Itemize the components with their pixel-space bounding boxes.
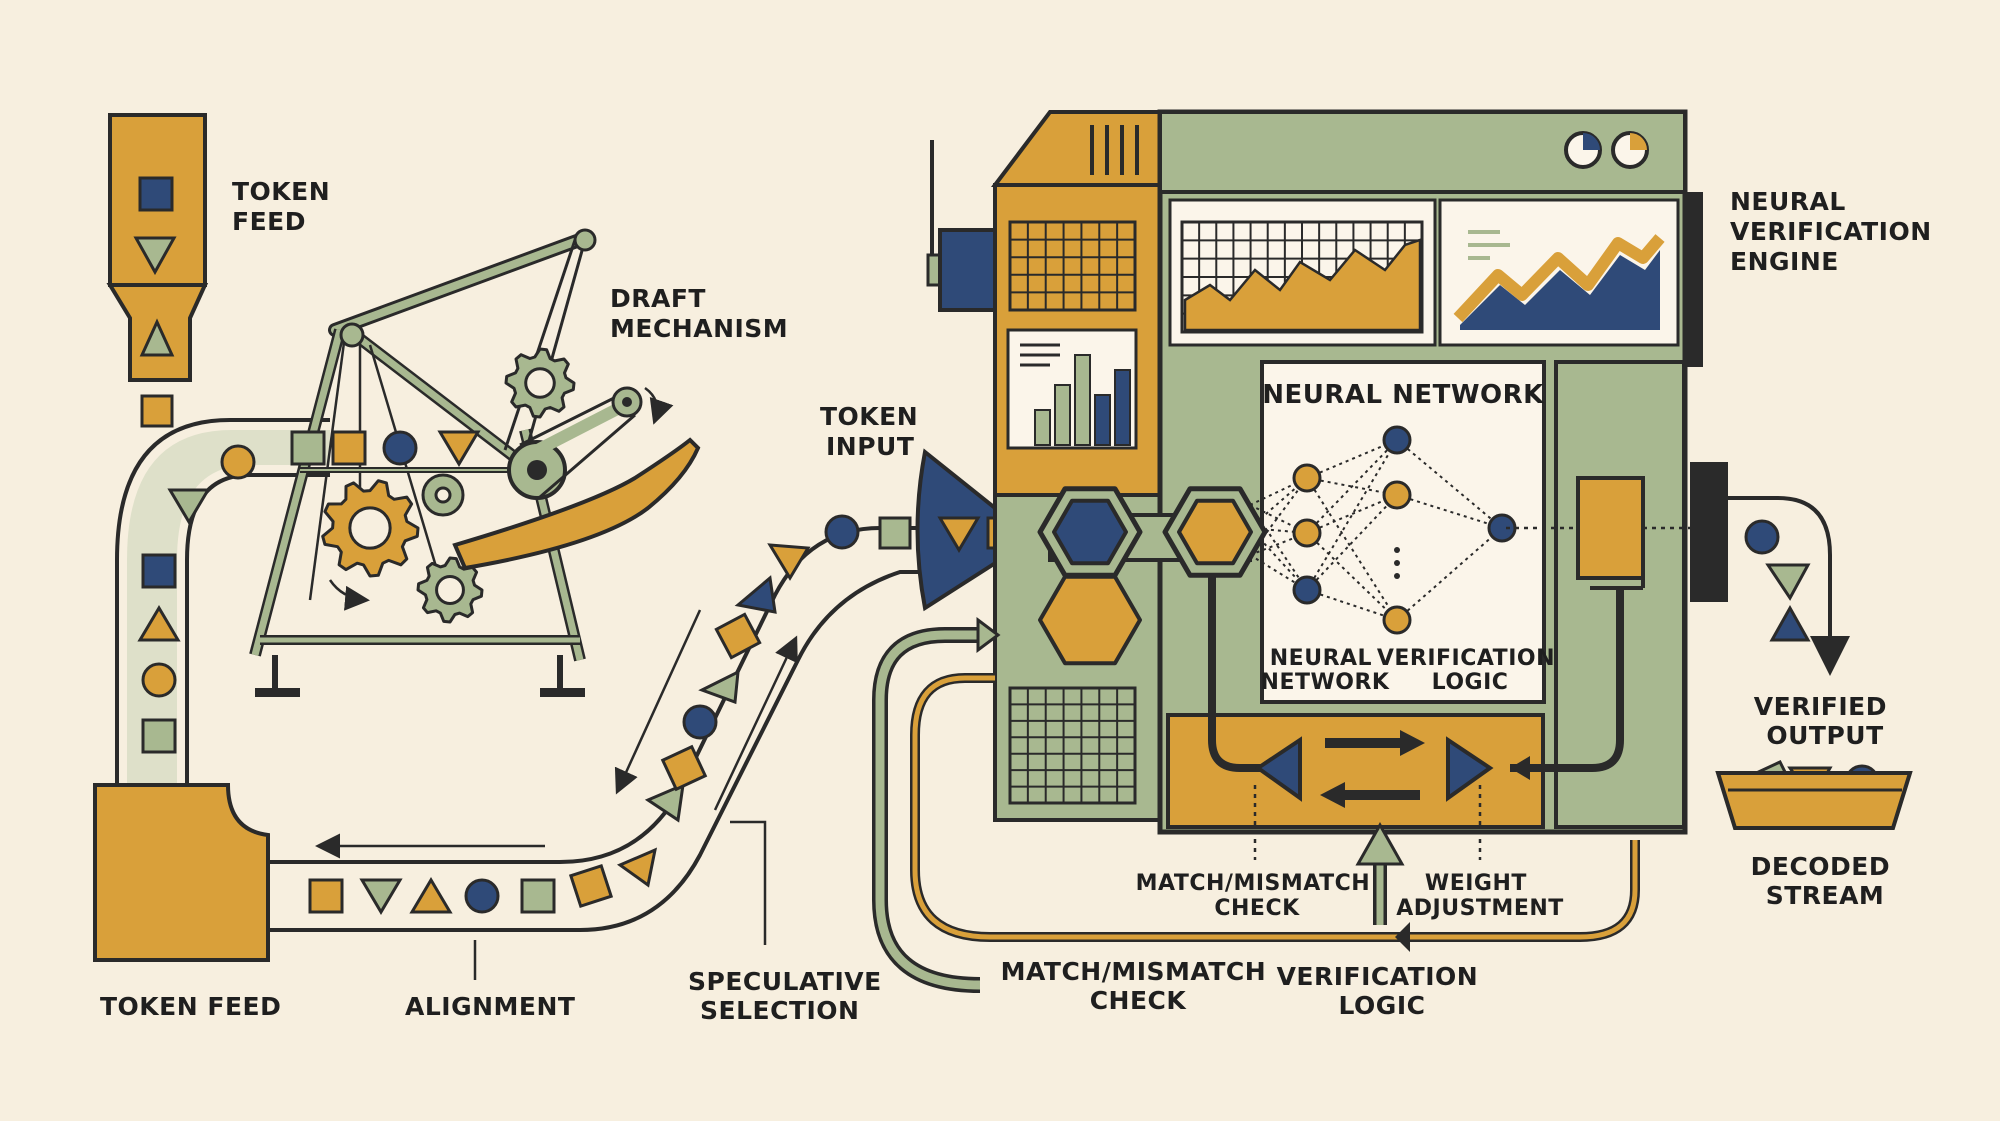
square-token-icon <box>308 878 344 914</box>
circle-token-icon <box>824 514 860 550</box>
token-feed-top-label: TOKEN FEED <box>232 177 339 236</box>
machine-left-tower <box>926 110 1162 822</box>
gear-icon <box>504 347 576 419</box>
left-conveyor <box>115 418 330 790</box>
output-chute <box>1690 462 1850 676</box>
neural-node <box>1292 575 1322 605</box>
machine-main-body: NEURAL NETWORK NEURAL NETWORK VERIFICATI… <box>1157 109 1703 860</box>
match-mismatch-inner-label: MATCH/MISMATCH CHECK <box>1136 871 1379 921</box>
circle-token-icon <box>382 430 418 466</box>
alignment-label: ALIGNMENT <box>405 992 575 1021</box>
token-input-label: TOKEN INPUT <box>820 402 927 461</box>
triangle-token-icon <box>139 318 175 357</box>
neural-network-title: NEURAL NETWORK <box>1262 380 1544 410</box>
square-token-icon <box>138 176 174 212</box>
circle-token-icon <box>141 662 177 698</box>
gear-icon <box>416 556 484 624</box>
speculative-selection-label: SPECULATIVE SELECTION <box>688 967 891 1025</box>
triangle-token-icon <box>734 575 777 614</box>
hexagon-icon <box>1177 498 1253 566</box>
square-token-icon <box>660 744 708 792</box>
square-token-icon <box>141 553 177 589</box>
triangle-token-icon <box>359 878 403 915</box>
hexagon-icon <box>1052 498 1128 566</box>
weight-adjustment-label: WEIGHT ADJUSTMENT <box>1396 871 1564 921</box>
triangle-token-icon <box>767 543 811 581</box>
grid-panel-bottom <box>1008 686 1137 805</box>
square-token-icon <box>520 878 556 914</box>
circle-token-icon <box>682 704 718 740</box>
bottom-conveyor <box>268 514 930 980</box>
neural-node <box>1382 480 1412 510</box>
square-token-icon <box>568 863 614 909</box>
token-feed-hopper <box>106 113 209 428</box>
verification-logic-bottom-label: VERIFICATION LOGIC <box>1277 962 1488 1020</box>
triangle-token-icon <box>1769 604 1811 642</box>
circle-token-icon <box>1744 519 1780 555</box>
triangle-token-icon <box>167 488 211 525</box>
neural-network-inner-label: NEURAL NETWORK <box>1261 646 1390 695</box>
triangle-token-icon <box>133 236 177 276</box>
gauge-icon <box>1611 131 1649 169</box>
square-token-icon <box>878 516 912 550</box>
neural-network-nodes <box>1292 425 1517 635</box>
decoded-stream-tray <box>1715 760 1913 830</box>
triangle-token-icon <box>409 877 453 914</box>
draft-chute <box>452 437 701 571</box>
hexagon-icon <box>1038 574 1142 666</box>
square-token-icon <box>331 430 367 466</box>
triangle-token-icon <box>698 669 740 705</box>
decoded-stream-label: DECODED STREAM <box>1751 852 1900 910</box>
circle-token-icon <box>464 878 500 914</box>
grid-panel-top <box>1008 220 1137 312</box>
verified-output-label: VERIFIED OUTPUT <box>1754 692 1896 750</box>
draft-mechanism <box>249 228 701 697</box>
triangle-token-icon <box>644 782 685 823</box>
square-token-icon <box>290 430 326 466</box>
square-token-icon <box>140 394 174 428</box>
neural-node <box>1382 425 1412 455</box>
circle-token-icon <box>220 444 256 480</box>
match-mismatch-bottom-label: MATCH/MISMATCH CHECK <box>1001 957 1276 1015</box>
arrow-icon <box>1355 821 1405 866</box>
neural-node <box>1382 605 1412 635</box>
square-token-icon <box>714 612 762 660</box>
neural-verification-engine-label: NEURAL VERIFICATION ENGINE <box>1730 187 1941 276</box>
token-feed-box <box>93 783 270 962</box>
square-token-icon <box>141 718 177 754</box>
verification-logic-inner-label: VERIFICATION LOGIC <box>1377 646 1563 695</box>
feedback-loops <box>872 617 1640 993</box>
neural-node <box>1487 513 1517 543</box>
neural-node <box>1292 463 1322 493</box>
gauge-icon <box>1564 131 1602 169</box>
neural-node <box>1292 518 1322 548</box>
triangle-token-icon <box>137 605 181 642</box>
hexagon-row <box>1037 486 1268 666</box>
neural-network-edges <box>1249 439 1503 621</box>
arrow-icon <box>1254 736 1302 802</box>
output-module <box>1576 476 1645 580</box>
token-feed-bottom-label: TOKEN FEED <box>100 992 281 1021</box>
arrow-icon <box>1446 736 1494 802</box>
triangle-token-icon <box>1765 563 1811 601</box>
draft-mechanism-label: DRAFT MECHANISM <box>610 284 788 343</box>
triangle-token-icon <box>616 847 658 888</box>
gear-icon <box>321 479 420 578</box>
triangle-token-icon <box>437 430 481 467</box>
